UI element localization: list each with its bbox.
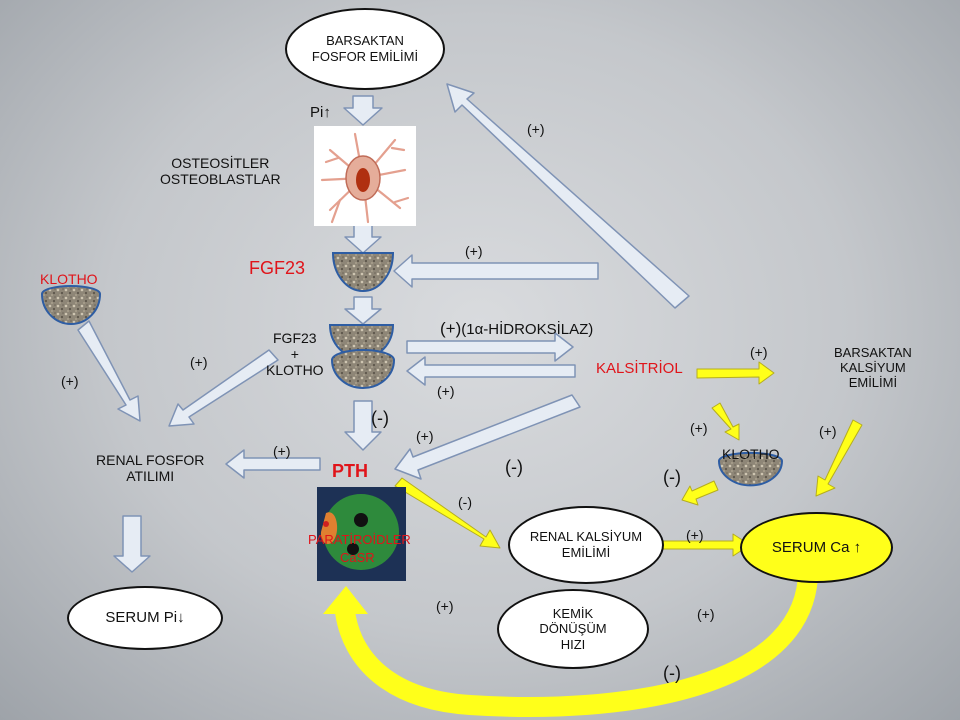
bone-bowl-icon <box>331 252 395 292</box>
sign-serum-ca-minus: (-) <box>663 663 681 683</box>
arrow-klotho-to-renal-calcium <box>681 480 719 506</box>
parathyroid-lobe <box>320 512 338 544</box>
sign-klotho-down: (+) <box>690 420 708 436</box>
sign-calcitriol-left: (+) <box>437 383 455 399</box>
pi-text: Pi <box>310 104 324 121</box>
fgf23-top-label: FGF23 <box>249 258 306 278</box>
serum-pi-node: SERUM Pi↓ <box>67 586 223 650</box>
arrow-pth-hydroxylase-right <box>406 332 574 362</box>
arrow-renal-to-serum-pi <box>113 515 151 573</box>
pth-label: PTH <box>332 461 368 481</box>
pi-label: Pi↑ <box>310 104 331 121</box>
parathyroid-spot <box>323 521 329 527</box>
up-arrow-icon: ↑ <box>323 104 331 121</box>
sign-fgf23-klotho: (+) <box>190 354 208 370</box>
gut-phosphate-line1: BARSAKTAN <box>326 33 404 49</box>
sign-gut-calcium: (+) <box>819 423 837 439</box>
up-arrow-icon: ↑ <box>849 538 862 556</box>
fgf23-klotho-line1: FGF23 <box>273 330 317 346</box>
bone-turnover-line1: KEMİK <box>552 605 594 621</box>
casr-label: CaSR <box>340 550 375 565</box>
arrow-calcitriol-to-fgf23 <box>393 254 599 288</box>
renal-calcium-line1: RENAL KALSİYUM <box>529 529 643 545</box>
bone-turnover-line3: HIZI <box>560 636 586 652</box>
arrow-calcitriol-left <box>406 356 576 386</box>
arrow-pi-to-osteocyte <box>343 95 383 126</box>
gut-calcium-label: BARSAKTAN KALSİYUM EMİLİMİ <box>834 345 912 391</box>
sign-serum-ca-plus: (+) <box>697 606 715 622</box>
arrow-pth-to-renal-calcium <box>394 477 501 549</box>
sign-bone-turnover: (+) <box>436 598 454 614</box>
parathyroid-gland-icon <box>323 494 399 570</box>
renal-phosphate-label: RENAL FOSFOR ATILIMI <box>96 452 204 484</box>
sign-renal-calcium: (-) <box>505 457 523 477</box>
down-arrow-icon: ↓ <box>177 609 185 626</box>
arrow-renal-calcium-to-serum <box>662 533 751 557</box>
parathyroid-label: PARATİROİDLER <box>308 532 411 547</box>
arrow-fgf23klotho-to-renal <box>168 349 279 427</box>
renal-phosphate-line1: RENAL FOSFOR <box>96 452 205 468</box>
hydroxylase-sign: (+) <box>440 319 462 338</box>
feedback-curve-arrow <box>335 553 819 717</box>
sign-gut-phosphate: (+) <box>527 121 545 137</box>
klotho-right-label: KLOTHO <box>722 446 780 462</box>
klotho-left-label: KLOTHO <box>40 271 98 287</box>
arrow-gut-calcium-to-serum <box>815 419 863 497</box>
arrow-calcitriol-to-pth <box>394 394 581 480</box>
calcitriol-label: KALSİTRİOL <box>596 360 683 377</box>
renal-phosphate-line2: ATILIMI <box>126 468 175 485</box>
klotho-right-bowl-icon <box>717 451 784 487</box>
sign-calcitriol-klotho: (+) <box>750 344 768 360</box>
sign-klotho-renal: (-) <box>663 467 681 487</box>
sign-pth-renal-calcium: (-) <box>458 494 472 510</box>
fgf23-klotho-line3: KLOTHO <box>266 362 324 379</box>
arrow-calcitriol-to-gut-phosphate <box>446 83 690 309</box>
osteocyte-cell-image <box>314 126 416 226</box>
arrow-klotho-down <box>711 402 740 441</box>
sign-calcitriol-pth: (+) <box>416 428 434 444</box>
serum-pi-label: SERUM Pi <box>105 609 178 626</box>
fgf23-klotho-bowl-bottom <box>330 349 396 389</box>
fgf23-klotho-label: FGF23 + KLOTHO <box>266 330 324 378</box>
osteocytes-line1: OSTEOSİTLER <box>171 155 270 171</box>
casr-receptor-dot-2 <box>347 543 359 555</box>
renal-calcium-line2: EMİLİMİ <box>561 545 611 560</box>
serum-ca-label: SERUM Ca <box>771 538 850 556</box>
gut-calcium-line3: EMİLİMİ <box>848 374 898 390</box>
hydroxylase-label: (+)(1α-HİDROKSİLAZ) <box>440 319 593 339</box>
feedback-curve-arrowhead <box>323 586 368 614</box>
sign-pth-renal: (+) <box>273 443 291 459</box>
casr-receptor-dot-1 <box>354 513 368 527</box>
sign-pth-minus: (-) <box>371 408 389 428</box>
hydroxylase-text: (1α-HİDROKSİLAZ) <box>461 321 594 338</box>
bone-turnover-line2: DÖNÜŞÜM <box>539 621 607 637</box>
arrow-fgf23-down <box>344 296 382 325</box>
sign-klotho-left: (+) <box>61 373 79 389</box>
arrow-pth-to-renal <box>225 449 321 479</box>
fgf23-klotho-line2: + <box>290 346 299 363</box>
klotho-left-bowl-icon <box>40 285 102 325</box>
arrow-klotho-to-renal <box>77 320 141 422</box>
sign-fgf23-arrow: (+) <box>465 243 483 259</box>
gut-calcium-line2: KALSİYUM <box>840 359 906 375</box>
gut-calcium-line1: BARSAKTAN <box>834 345 912 360</box>
sign-renal-to-serum: (+) <box>686 527 704 543</box>
osteocytes-line2: OSTEOBLASTLAR <box>160 171 281 188</box>
serum-ca-node: SERUM Ca ↑ <box>740 512 893 583</box>
arrow-calcitriol-to-klotho <box>696 361 775 385</box>
gut-phosphate-line2: FOSFOR EMİLİMİ <box>311 49 419 64</box>
osteocytes-label: OSTEOSİTLER OSTEOBLASTLAR <box>160 155 281 187</box>
arrow-to-pth <box>344 400 382 451</box>
arrow-cell-to-fgf23 <box>344 224 382 254</box>
